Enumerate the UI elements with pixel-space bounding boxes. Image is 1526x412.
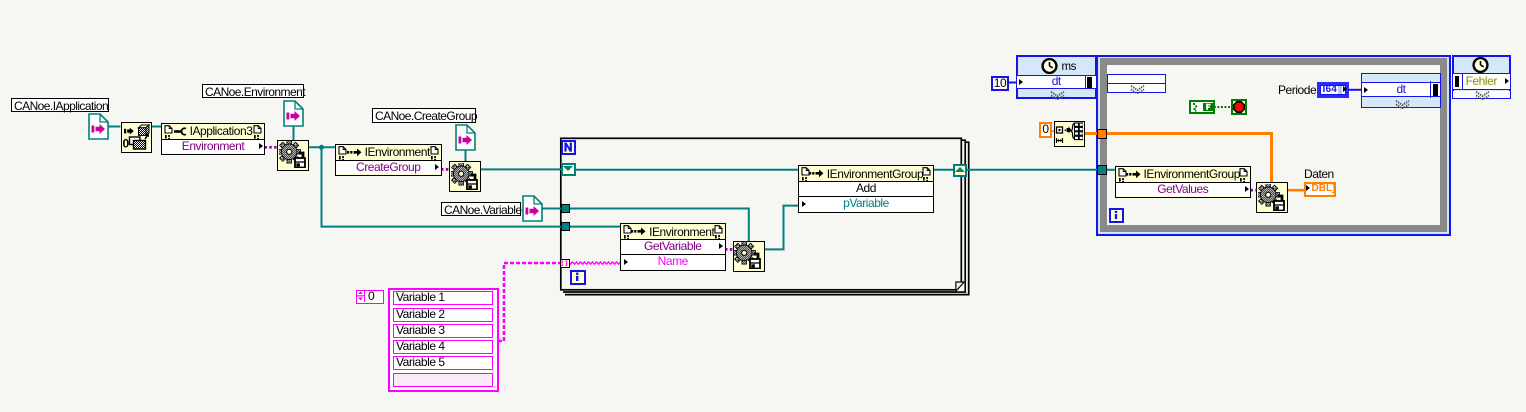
svg-text:0: 0 (122, 137, 129, 151)
